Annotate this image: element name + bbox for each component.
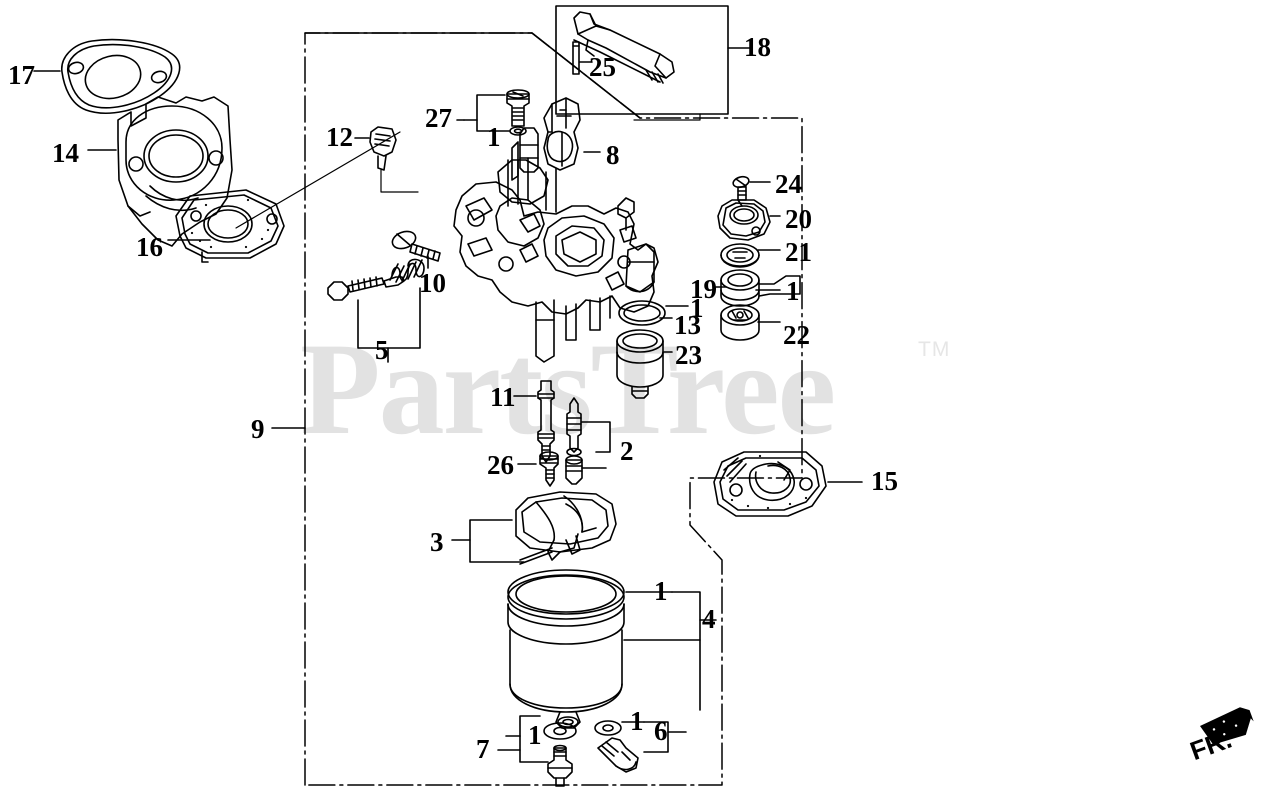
- callout-7[interactable]: 7: [476, 734, 490, 764]
- part-9-carburetor-body: [453, 127, 659, 363]
- callout-21[interactable]: 21: [785, 237, 812, 267]
- bracket-7-top: [519, 715, 541, 737]
- part-4-chamber-gasket: [507, 569, 625, 620]
- leader-27-washer: [476, 119, 510, 132]
- callout-27[interactable]: 27: [425, 103, 452, 133]
- leader-12-b: [380, 169, 419, 193]
- bracket-6: [643, 721, 669, 753]
- fr-arrow: [1200, 707, 1254, 745]
- part-6-screw: [597, 737, 639, 773]
- part-13-ring: [618, 300, 666, 326]
- callout-6[interactable]: 6: [654, 716, 668, 746]
- callout-16[interactable]: 16: [136, 232, 163, 262]
- callout-20[interactable]: 20: [785, 204, 812, 234]
- callout-12[interactable]: 12: [326, 122, 353, 152]
- callout-13[interactable]: 13: [674, 310, 701, 340]
- leader-16-b: [235, 131, 401, 229]
- callout-1-chamber[interactable]: 1: [654, 576, 668, 606]
- callout-1-bolt[interactable]: 1: [528, 720, 542, 750]
- callout-9[interactable]: 9: [251, 414, 265, 444]
- part-15-gasket: [713, 451, 827, 517]
- part-19-throttle-arm: [720, 269, 801, 307]
- callout-24[interactable]: 24: [775, 169, 802, 199]
- part-25-pin: [572, 41, 580, 75]
- bracket-5: [357, 287, 421, 349]
- part-2-seat: [565, 455, 583, 485]
- callout-2[interactable]: 2: [620, 436, 634, 466]
- part-2-nozzle: [566, 397, 582, 457]
- part-14-insulator: [117, 96, 233, 247]
- part-20-cover: [717, 199, 771, 241]
- part-17-gasket: [61, 38, 181, 114]
- part-7-washer: [543, 722, 577, 740]
- callout-25[interactable]: 25: [589, 52, 616, 82]
- leader-18-b: [633, 113, 701, 121]
- part-16-gasket: [175, 189, 285, 263]
- callout-4[interactable]: 4: [702, 604, 716, 634]
- callout-19-oring[interactable]: 1: [786, 276, 800, 306]
- callout-26[interactable]: 26: [487, 450, 514, 480]
- callout-1-drain[interactable]: 1: [630, 706, 644, 736]
- callout-22[interactable]: 22: [783, 320, 810, 350]
- callout-15[interactable]: 15: [871, 466, 898, 496]
- callout-27-washer[interactable]: 1: [487, 122, 501, 152]
- part-5-pilot-screw: [327, 276, 405, 301]
- part-27-screw: [506, 89, 530, 127]
- leader-27: [463, 94, 506, 121]
- callout-18[interactable]: 18: [744, 32, 771, 62]
- part-7-bolt: [547, 744, 573, 787]
- part-6-washer: [594, 720, 622, 736]
- part-21-washer: [720, 243, 760, 268]
- callout-3[interactable]: 3: [430, 527, 444, 557]
- part-4-float-chamber: [507, 603, 625, 729]
- part-18-choke-lever: [573, 11, 675, 84]
- callout-5[interactable]: 5: [375, 335, 389, 365]
- box-18: [555, 5, 729, 115]
- callout-10[interactable]: 10: [419, 268, 446, 298]
- assembly-boundary: [304, 32, 803, 786]
- part-8-valve-body: [543, 97, 581, 171]
- part-11-jet-holder: [537, 380, 555, 463]
- bracket-3: [451, 519, 513, 541]
- callout-13-oring[interactable]: 1: [690, 293, 704, 323]
- part-10-screw: [391, 230, 441, 262]
- part-3-float: [515, 491, 617, 565]
- callout-14[interactable]: 14: [52, 138, 79, 168]
- callout-11[interactable]: 11: [490, 382, 516, 412]
- part-23-cup: [616, 329, 664, 399]
- part-12-clip: [369, 126, 397, 171]
- bracket-7-bot: [519, 735, 549, 763]
- leader-2: [581, 421, 611, 453]
- part-24-screw: [732, 175, 750, 201]
- callout-19[interactable]: 19: [690, 274, 717, 304]
- part-22-stop: [720, 304, 760, 341]
- bracket-3-b: [469, 539, 525, 563]
- callout-17[interactable]: 17: [8, 60, 35, 90]
- callout-8[interactable]: 8: [606, 140, 620, 170]
- callout-23[interactable]: 23: [675, 340, 702, 370]
- part-26-pilot-jet: [539, 451, 559, 487]
- bracket-4-right: [671, 591, 701, 711]
- part-5-spring: [389, 258, 425, 283]
